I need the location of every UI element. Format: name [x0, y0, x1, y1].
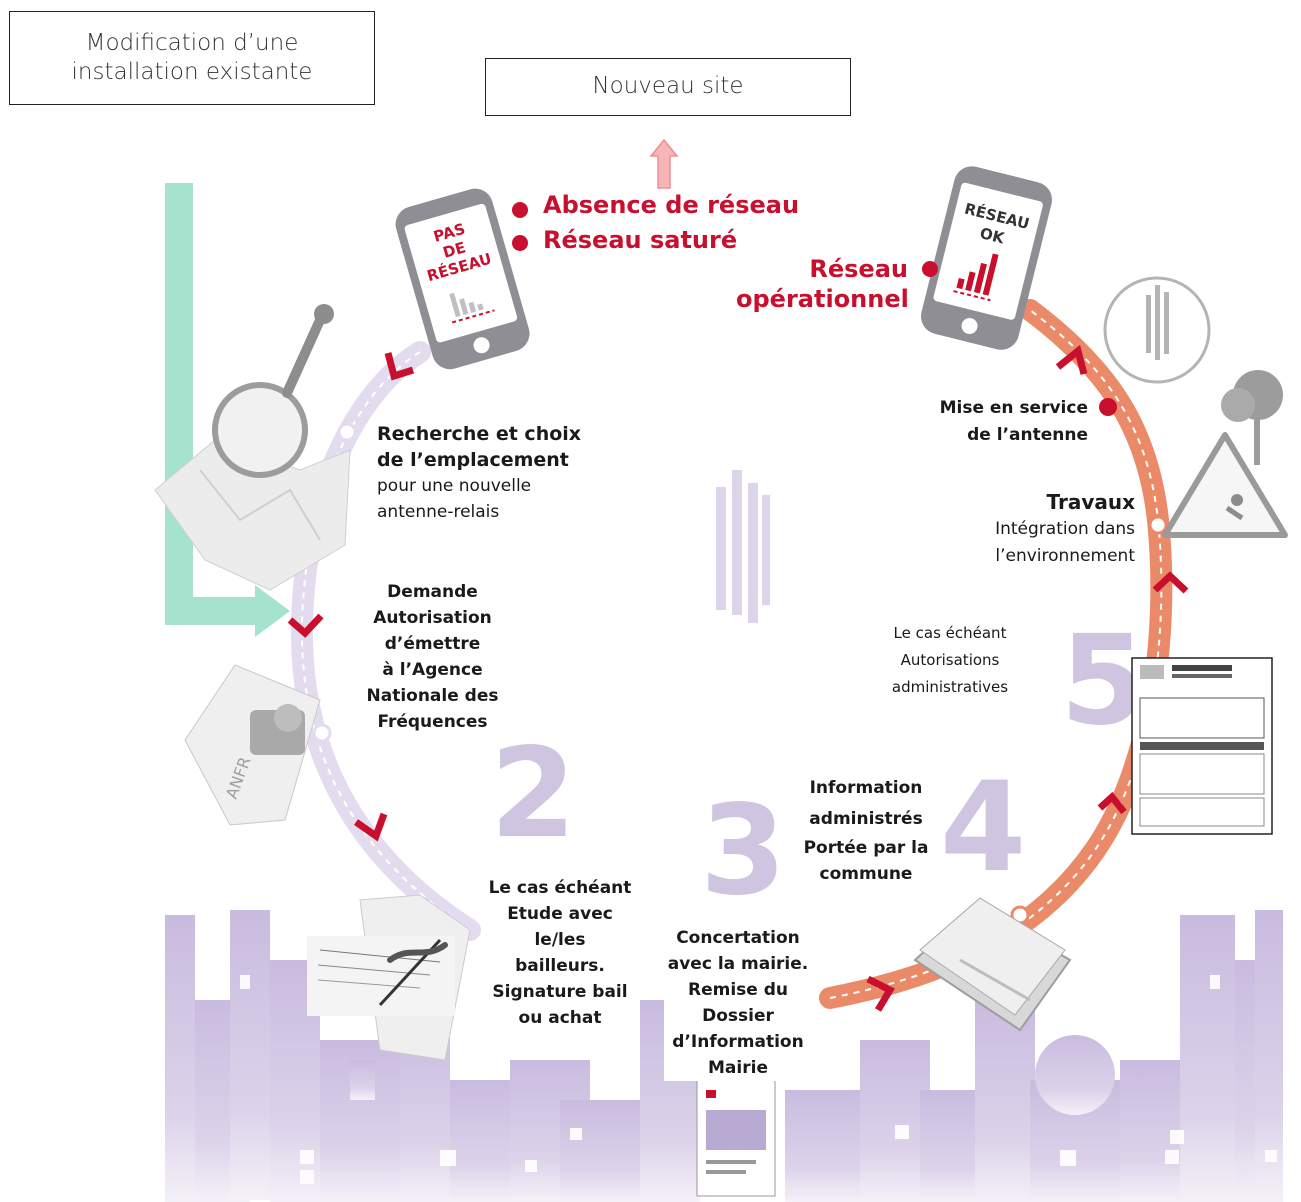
travaux-title: Travaux	[1046, 490, 1135, 514]
antenna-circle-icon	[1103, 276, 1211, 384]
step-number-2: 2	[490, 722, 576, 866]
bailleurs-line: le/les	[534, 930, 586, 950]
concertation-line: Remise du	[688, 980, 788, 1000]
demande-line: à l’Agence	[382, 660, 483, 680]
phone-no-network-icon: PAS DE RÉSEAU	[395, 188, 530, 370]
step-demande: Demande Autorisation d’émettre à l’Agenc…	[360, 579, 505, 735]
information-line: Portée par la	[803, 838, 929, 858]
step-mise-en-service: Mise en service de l’antenne	[910, 395, 1088, 449]
step-autorisations: Le cas échéant Autorisations administrat…	[880, 620, 1020, 701]
recherche-sub-1: pour une nouvelle	[377, 476, 532, 496]
cycle-arc-left-dash	[300, 351, 471, 931]
demande-line: Nationale des	[366, 686, 499, 706]
recherche-sub-2: antenne-relais	[377, 502, 500, 522]
nouveau-site-box: Nouveau site	[485, 58, 851, 116]
modification-label: Modification d’une installation existant…	[71, 29, 313, 85]
mise-en-service-line-2: de l’antenne	[967, 425, 1088, 445]
city-windows	[240, 975, 1277, 1184]
travaux-sub-2: l’environnement	[995, 546, 1135, 566]
bailleurs-line: Le cas échéant	[488, 878, 632, 898]
autorisations-line: administratives	[891, 678, 1009, 696]
information-line: Information	[809, 778, 923, 798]
svg-text:OK: OK	[978, 224, 1007, 248]
arc-nodes	[312, 422, 1168, 925]
autorisations-line: Le cas échéant	[893, 624, 1007, 642]
step-travaux: Travaux Intégration dans l’environnement	[975, 489, 1135, 570]
mise-en-service-dot	[1099, 398, 1117, 416]
map-magnifier-icon	[154, 304, 351, 591]
bailleurs-line: Etude avec	[507, 904, 613, 924]
signature-photo	[307, 894, 471, 1061]
phone-network-ok-icon: RÉSEAU OK	[920, 166, 1052, 350]
dossier-folder-icon	[913, 897, 1072, 1032]
alert-absence: Absence de réseau	[543, 191, 800, 219]
antenna-logo-icon	[716, 470, 770, 623]
modification-arrow	[165, 183, 290, 637]
operational-line-1: Réseau	[809, 255, 908, 283]
demande-line: Autorisation	[373, 608, 492, 628]
bailleurs-line: ou achat	[518, 1008, 602, 1028]
modification-box: Modification d’une installation existant…	[9, 11, 375, 105]
alert-sature: Réseau saturé	[543, 226, 738, 254]
autorisations-line: Autorisations	[900, 651, 1000, 669]
step-information: Information administrés Portée par la co…	[796, 773, 936, 887]
travaux-sub-1: Intégration dans	[995, 519, 1135, 539]
step-bailleurs: Le cas échéant Etude avec le/les bailleu…	[485, 875, 635, 1031]
bailleurs-line: bailleurs.	[515, 956, 605, 976]
step-number-3: 3	[700, 779, 786, 923]
bullet-dots	[512, 202, 938, 277]
demande-line: Fréquences	[377, 712, 488, 732]
nouveau-site-arrow	[649, 138, 679, 189]
concertation-line: Dossier	[702, 1006, 774, 1026]
declaration-form-icon	[1131, 657, 1273, 835]
dossier-mairie-document-icon	[696, 1077, 776, 1197]
svg-text:DE: DE	[441, 238, 468, 262]
information-line: commune	[819, 864, 913, 884]
nouveau-site-label: Nouveau site	[592, 73, 744, 100]
demande-line: Demande	[387, 582, 478, 602]
step-number-4: 4	[940, 756, 1026, 900]
demande-line: d’émettre	[384, 634, 481, 654]
step-recherche: Recherche et choix de l’emplacement pour…	[377, 421, 581, 525]
anfr-stamp-icon: ANFR	[184, 664, 321, 826]
recherche-title-2: de l’emplacement	[377, 449, 569, 471]
concertation-line: Mairie	[708, 1058, 768, 1078]
concertation-line: avec la mairie.	[667, 954, 809, 974]
operational-label: Réseau opérationnel	[736, 254, 909, 314]
mise-en-service-line-1: Mise en service	[939, 398, 1088, 418]
step-concertation: Concertation avec la mairie. Remise du D…	[664, 925, 812, 1081]
cycle-arc-right-dash	[829, 309, 1163, 999]
operational-line-2: opérationnel	[736, 285, 909, 313]
roadwork-sign-icon	[1162, 370, 1288, 538]
bailleurs-line: Signature bail	[492, 982, 628, 1002]
concertation-line: Concertation	[676, 928, 800, 948]
information-line: administrés	[809, 809, 923, 829]
recherche-title-1: Recherche et choix	[377, 423, 582, 445]
concertation-line: d’Information	[672, 1032, 804, 1052]
chevron-icons	[287, 344, 1189, 1012]
